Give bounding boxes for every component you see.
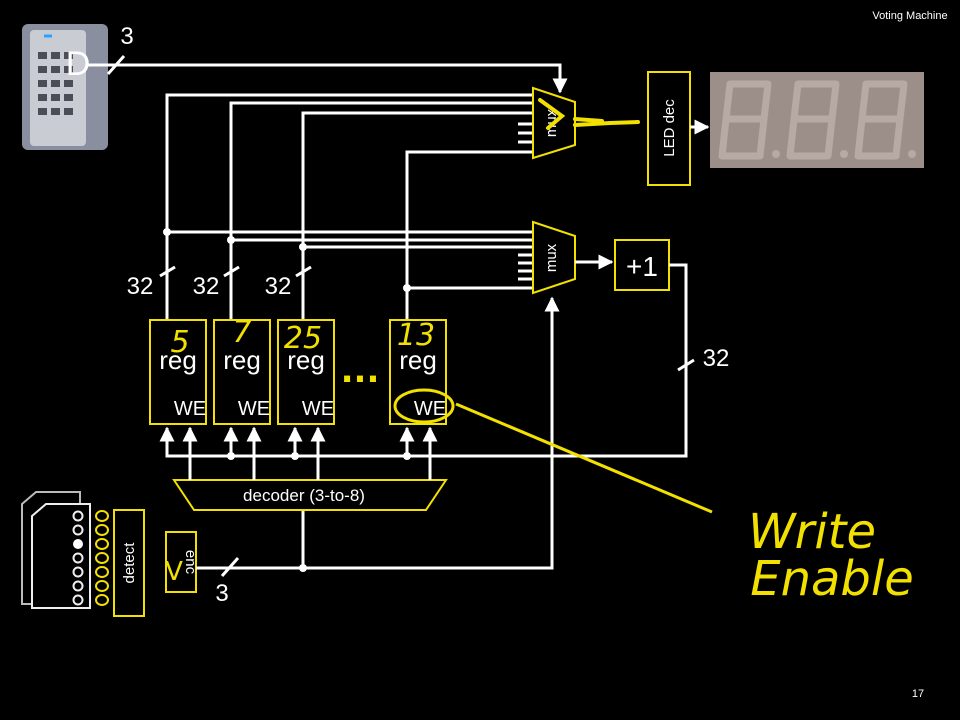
register-3-value: 25 bbox=[284, 321, 322, 356]
register-2 bbox=[213, 319, 271, 425]
incrementer-label: +1 bbox=[626, 251, 658, 282]
vote-card-icon bbox=[21, 491, 91, 609]
decoder-label: decoder (3-to-8) bbox=[243, 486, 365, 505]
encoder-label: enc bbox=[182, 550, 199, 575]
register-1-value: 5 bbox=[170, 325, 189, 360]
page-number: 17 bbox=[912, 688, 924, 700]
encoder-bus bbox=[196, 296, 560, 577]
feedback-wires bbox=[159, 263, 695, 458]
led-decoder-label: LED dec bbox=[661, 99, 678, 157]
register-3 bbox=[277, 319, 335, 425]
detect-label: detect bbox=[121, 542, 138, 584]
mux-bottom bbox=[532, 220, 576, 295]
bus-width-2: 32 bbox=[193, 273, 220, 300]
register-3-we: WE bbox=[302, 398, 334, 420]
seven-segment-display bbox=[710, 72, 924, 168]
register-2-label: reg bbox=[223, 345, 261, 375]
mux-bottom-label: mux bbox=[543, 243, 560, 272]
keypad-letter: D bbox=[66, 45, 91, 83]
detect-block bbox=[113, 509, 145, 617]
register-1 bbox=[149, 319, 207, 425]
keypad-image bbox=[22, 24, 108, 150]
register-4-label: reg bbox=[399, 345, 437, 375]
decoder-to-we-wires bbox=[182, 426, 438, 480]
encoder-bus-width: 3 bbox=[215, 580, 228, 607]
annotation-enable: Enable bbox=[750, 551, 914, 607]
decoder bbox=[172, 479, 448, 511]
register-4-value: 13 bbox=[397, 318, 435, 353]
register-2-value: 7 bbox=[232, 315, 251, 350]
register-4-we: WE bbox=[414, 398, 446, 420]
junction-dots bbox=[163, 228, 411, 292]
ink-v-mark: V bbox=[165, 557, 183, 587]
register-1-we: WE bbox=[174, 398, 206, 420]
annotation-write: Write bbox=[748, 504, 876, 560]
feedback-bus-width: 32 bbox=[703, 345, 730, 372]
register-output-wires bbox=[159, 93, 533, 320]
incrementer bbox=[614, 239, 670, 291]
bus-width-1: 32 bbox=[127, 273, 154, 300]
contact-coil bbox=[95, 510, 109, 606]
register-1-label: reg bbox=[159, 345, 197, 375]
register-3-label: reg bbox=[287, 345, 325, 375]
slide-title: Voting Machine bbox=[872, 10, 947, 22]
ink-we-highlight bbox=[393, 388, 713, 514]
led-decoder bbox=[647, 71, 691, 186]
keypad-bus-width: 3 bbox=[120, 23, 133, 50]
bus-width-3: 32 bbox=[265, 273, 292, 300]
register-4 bbox=[389, 319, 447, 425]
register-ellipsis: ... bbox=[341, 351, 380, 391]
encoder-block bbox=[165, 531, 197, 593]
register-2-we: WE bbox=[238, 398, 270, 420]
ink-mux-to-led bbox=[538, 98, 640, 130]
